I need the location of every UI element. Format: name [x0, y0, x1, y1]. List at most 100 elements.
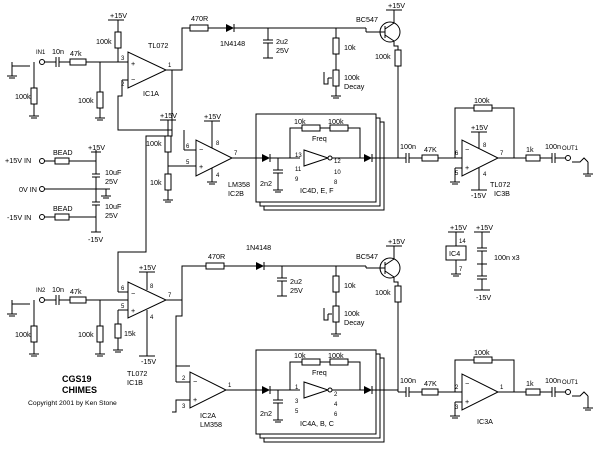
ic2b-pin7: 7: [234, 151, 238, 157]
ch1-freq: Freq: [312, 134, 327, 143]
ic3b-id: IC3B: [494, 189, 510, 198]
ch2-r47k: 47K: [424, 379, 437, 388]
zero-terminal[interactable]: [39, 186, 45, 192]
ch2-r-out: 1k: [526, 379, 534, 388]
ch2-plus15-t: +15V: [388, 237, 405, 246]
ic4p-pin7: 7: [459, 267, 463, 273]
ic4a-schmitt: [303, 381, 330, 399]
ch2-diode-label: 1N4148: [246, 243, 271, 252]
ch1-plus15-a: +15V: [110, 11, 127, 20]
power-input: +15V IN 0V IN -15V IN BEAD BEAD +15V -15…: [5, 143, 122, 244]
ch1-c-in: 10n: [52, 47, 64, 56]
minus15-in-label: -15V IN: [7, 213, 31, 222]
ch2-r-gnd: 100k: [15, 330, 31, 339]
ic4f-pin8: 8: [334, 180, 338, 186]
ic4b-pin4: 4: [334, 402, 338, 408]
ch1-r-fb: 100k: [96, 37, 112, 46]
plus15-in-label: +15V IN: [5, 156, 31, 165]
svg-text:+: +: [131, 306, 135, 315]
ic3b-pin7: 7: [500, 151, 504, 157]
ch2-osc-r1: 10k: [294, 351, 306, 360]
ic2a-pin2: 2: [182, 376, 186, 382]
ch1-r47k: 47K: [424, 145, 437, 154]
ic3b-pin4: 4: [483, 172, 487, 178]
ic1b-plus15: +15V: [139, 263, 156, 272]
ch1-diode-label: 1N4148: [220, 39, 245, 48]
ch1-r10k: 10k: [344, 43, 356, 52]
bead-minus: [54, 213, 70, 221]
ic1b-id: IC1B: [127, 378, 143, 387]
ic3a-pin2: 2: [455, 385, 459, 391]
ch1-r-out: 1k: [526, 145, 534, 154]
ic1a-pin2: 2: [121, 82, 125, 88]
ic4b-pin3: 3: [295, 399, 299, 405]
svg-text:+: +: [131, 59, 135, 68]
ch2-out-label: OUT1: [562, 380, 579, 386]
ic1b-opamp: [127, 281, 168, 319]
zero-in-label: 0V IN: [19, 185, 37, 194]
ic4-box-label: IC4: [449, 249, 460, 258]
ch2-c2n2: 2n2: [260, 409, 272, 418]
ch1-r470: 470R: [191, 14, 208, 23]
plus15-terminal[interactable]: [39, 158, 45, 164]
in1-jack[interactable]: [39, 59, 45, 65]
in2-jack[interactable]: [39, 297, 45, 303]
ch1-r-bias: 100k: [15, 92, 31, 101]
ch2-r15k: 15k: [124, 329, 136, 338]
ic2a-pin3: 3: [182, 404, 186, 410]
bead-plus: [54, 157, 70, 165]
ch1-osc-r1: 10k: [294, 117, 306, 126]
minus15-terminal[interactable]: [39, 214, 45, 220]
ic1a-pin1: 1: [168, 63, 172, 69]
ch1-c-out2: 100n: [545, 142, 561, 151]
in2-label: IN2: [36, 288, 46, 294]
ic2a-type: LM358: [200, 420, 222, 429]
ic4-def: IC4D, E, F: [300, 186, 334, 195]
ic3b-type: TL072: [490, 180, 510, 189]
ch1-r-gnd: 100k: [78, 96, 94, 105]
ic3a-pin1: 1: [500, 385, 504, 391]
ic2b-opamp: [195, 139, 234, 177]
ic4e-pin10: 10: [334, 170, 341, 176]
ic3b-pin6: 6: [455, 151, 459, 157]
pwr-plus15-rail: +15V: [88, 143, 105, 152]
ic4-power: +15V 14 IC4 7 +15V -15V 100n x3: [445, 223, 520, 302]
channel-2: IN2 10n 47k 100k 100k − + 15k 5 6: [7, 237, 593, 443]
ch2-r-in: 47k: [70, 287, 82, 296]
out2-jack[interactable]: [565, 389, 571, 395]
ch1-plus15-t: +15V: [388, 1, 405, 10]
cap-minus-val: 10uF: [105, 202, 122, 211]
ic3b-pin8: 8: [483, 143, 487, 149]
ic2b-type: LM358: [228, 180, 250, 189]
ch1-osc-r2: 100k: [328, 117, 344, 126]
ic2b-pin4: 4: [216, 173, 220, 179]
svg-text:−: −: [465, 379, 469, 388]
ic2a-opamp: [189, 371, 228, 409]
ic2b-pin8: 8: [216, 141, 220, 147]
svg-text:−: −: [465, 145, 469, 154]
ic3a-opamp: [461, 373, 500, 411]
ch2-c2u2: 2u2: [290, 277, 302, 286]
ch1-out-label: OUT1: [562, 146, 579, 152]
cap-plus-v: 25V: [105, 177, 118, 186]
ch2-c-out2: 100n: [545, 376, 561, 385]
ch2-c-out: 100n: [400, 376, 416, 385]
out1-jack[interactable]: [565, 155, 571, 161]
ic1a-type: TL072: [148, 41, 168, 50]
ic1b-type: TL072: [127, 369, 147, 378]
ch2-r-bias: 100k: [78, 330, 94, 339]
ic4c-pin5: 5: [295, 409, 299, 415]
bead-minus-label: BEAD: [53, 204, 73, 213]
svg-text:−: −: [193, 377, 197, 386]
svg-text:−: −: [199, 145, 203, 154]
ic4d-pin13: 13: [295, 153, 302, 159]
ic1b-pin6: 6: [121, 286, 125, 292]
ic3b-opamp: [461, 139, 500, 177]
svg-text:+: +: [465, 163, 469, 172]
svg-text:+: +: [465, 397, 469, 406]
svg-text:+: +: [193, 395, 197, 404]
ic4c-plus15: +15V: [476, 223, 493, 232]
ic2b-plus15: +15V: [204, 112, 221, 121]
ch1-c2u2-v: 25V: [276, 46, 289, 55]
